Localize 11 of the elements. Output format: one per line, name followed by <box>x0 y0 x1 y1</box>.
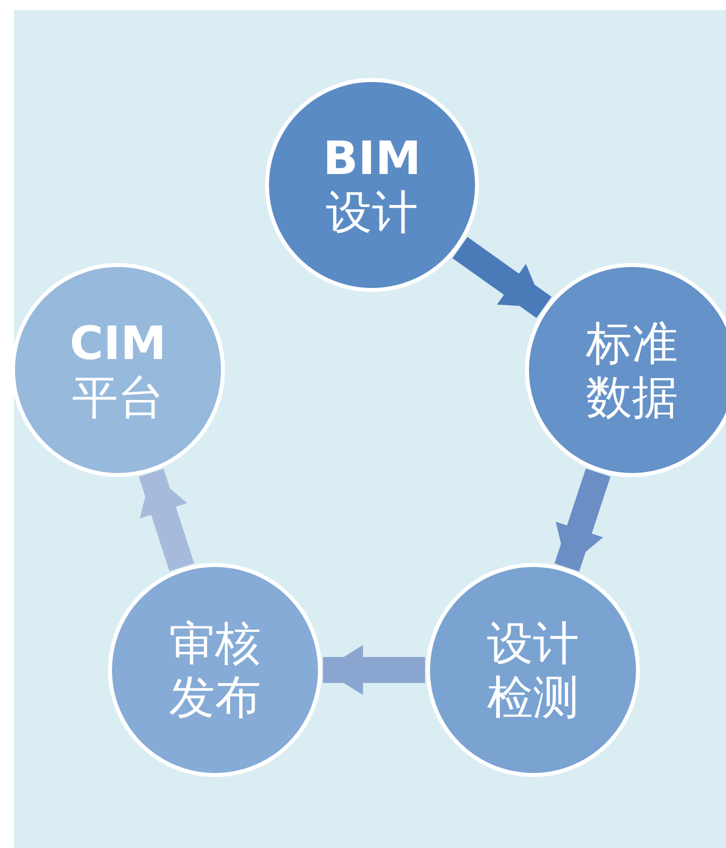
arrow <box>323 645 425 695</box>
arrow <box>554 468 610 572</box>
node-label: 平台 <box>72 370 164 424</box>
arrow <box>138 468 194 572</box>
arrow <box>452 237 552 318</box>
node-label: BIM <box>323 131 421 185</box>
node-label: 审核发布 <box>168 616 262 724</box>
node-label: 标准数据 <box>585 316 679 424</box>
node-label: 设计 <box>326 185 418 239</box>
node-label: 设计检测 <box>486 616 580 724</box>
node-label: CIM <box>70 316 166 370</box>
